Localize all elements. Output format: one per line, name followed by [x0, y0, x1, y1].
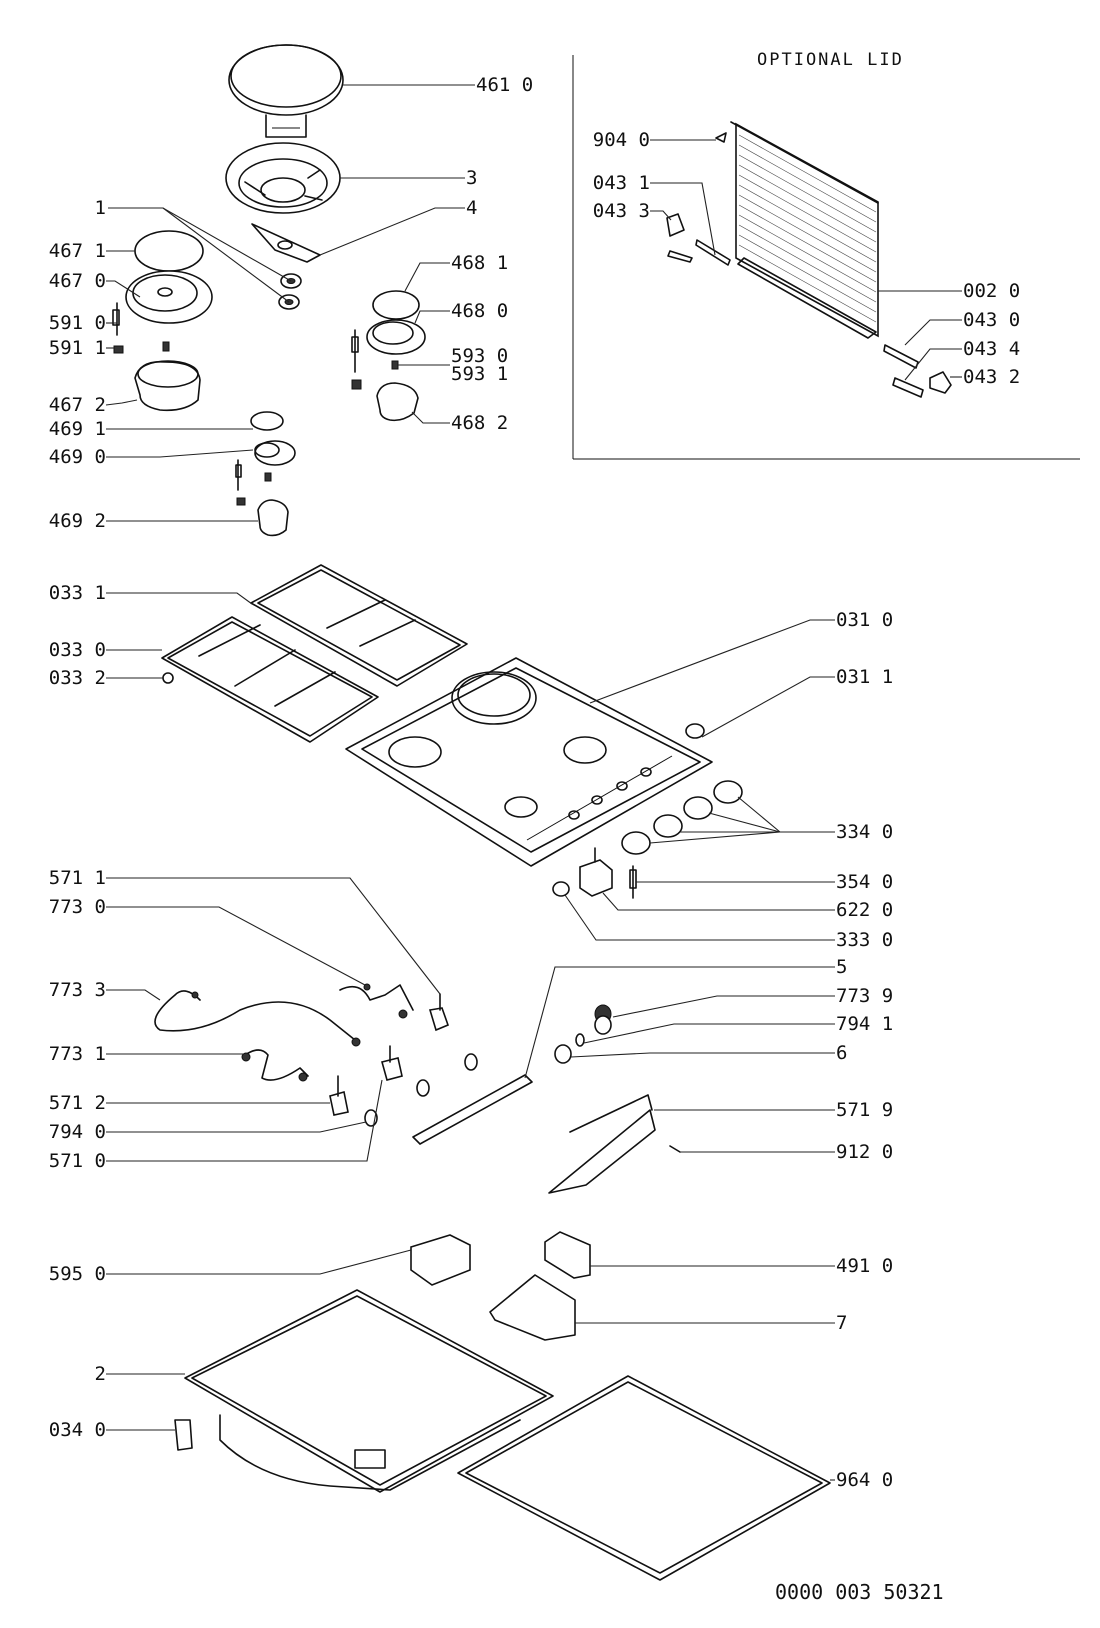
hotplate-part	[228, 44, 344, 138]
callout-467-0: 467 0	[48, 270, 106, 292]
callout-2: 2	[94, 1363, 106, 1385]
callout-773-1: 773 1	[48, 1043, 106, 1065]
igniter-354-part	[629, 865, 637, 899]
callout-469-1: 469 1	[48, 418, 106, 440]
callout-571-0: 571 0	[48, 1150, 106, 1172]
callout-794-0: 794 0	[48, 1121, 106, 1143]
callout-773-3: 773 3	[48, 979, 106, 1001]
document-number: 0000 003 50321	[775, 1580, 944, 1604]
callout-904-0: 904 0	[592, 129, 650, 151]
callout-043-1: 043 1	[592, 172, 650, 194]
leader-lines	[105, 84, 962, 1481]
pan-support-grids	[161, 564, 468, 743]
hinge-parts	[666, 213, 952, 398]
callout-912-0: 912 0	[836, 1141, 894, 1163]
gasket-part	[251, 223, 321, 263]
callout-7: 7	[836, 1312, 848, 1334]
callout-491-0: 491 0	[836, 1255, 894, 1277]
callout-034-0: 034 0	[48, 1419, 106, 1441]
callout-043-2: 043 2	[963, 366, 1021, 388]
callout-031-1: 031 1	[836, 666, 894, 688]
callout-033-1: 033 1	[48, 582, 106, 604]
callout-334-0: 334 0	[836, 821, 894, 843]
callout-033-2: 033 2	[48, 667, 106, 689]
nut-parts	[278, 273, 302, 310]
cap-333-part	[552, 881, 570, 897]
bracket-034-part	[174, 1419, 193, 1451]
callout-333-0: 333 0	[836, 929, 894, 951]
burner-468-group	[351, 290, 426, 422]
foot-part	[685, 723, 705, 739]
tube-part	[412, 1074, 533, 1145]
optional-lid-frame	[572, 55, 1080, 460]
callout-591-0: 591 0	[48, 312, 106, 334]
callout-469-2: 469 2	[48, 510, 106, 532]
callout-002-0: 002 0	[963, 280, 1021, 302]
callout-467-2: 467 2	[48, 394, 106, 416]
callout-467-1: 467 1	[48, 240, 106, 262]
callout-043-4: 043 4	[963, 338, 1021, 360]
callout-5: 5	[836, 956, 848, 978]
callout-043-0: 043 0	[963, 309, 1021, 331]
callout-6: 6	[836, 1042, 848, 1064]
gas-pipes-valves	[154, 983, 478, 1127]
lid-panel-part	[730, 121, 879, 339]
callout-1: 1	[94, 197, 106, 219]
callout-571-1: 571 1	[48, 867, 106, 889]
seal-part	[457, 1375, 831, 1581]
bracket-part	[548, 1094, 656, 1194]
burner-467-group	[112, 230, 213, 412]
callout-591-1: 591 1	[48, 337, 106, 359]
callout-031-0: 031 0	[836, 609, 894, 631]
callout-622-0: 622 0	[836, 899, 894, 921]
callout-571-2: 571 2	[48, 1092, 106, 1114]
callout-4: 4	[466, 197, 478, 219]
screw-912-part	[669, 1145, 681, 1153]
callout-043-3: 043 3	[592, 200, 650, 222]
callout-468-1: 468 1	[451, 252, 509, 274]
control-knobs-part	[621, 780, 743, 855]
callout-033-0: 033 0	[48, 639, 106, 661]
switch-part	[579, 847, 613, 897]
callout-794-1: 794 1	[836, 1013, 894, 1035]
part-491	[544, 1231, 591, 1279]
fittings-parts	[554, 1004, 612, 1064]
hotplate-ring-part	[225, 142, 341, 214]
optional-lid-title: OPTIONAL LID	[757, 50, 904, 70]
callout-593-1: 593 1	[451, 363, 509, 385]
screw-904-part	[715, 132, 727, 143]
callout-595-0: 595 0	[48, 1263, 106, 1285]
callout-468-0: 468 0	[451, 300, 509, 322]
spark-generator-part	[410, 1234, 471, 1286]
callout-773-0: 773 0	[48, 896, 106, 918]
callout-3: 3	[466, 167, 478, 189]
bottom-tray-part	[184, 1289, 554, 1493]
callout-461-0: 461 0	[476, 74, 534, 96]
callout-773-9: 773 9	[836, 985, 894, 1007]
callout-964-0: 964 0	[836, 1469, 894, 1491]
grid-box-part	[489, 1274, 576, 1341]
callout-468-2: 468 2	[451, 412, 509, 434]
callout-469-0: 469 0	[48, 446, 106, 468]
callout-571-9: 571 9	[836, 1099, 894, 1121]
hob-top-part	[345, 657, 713, 867]
callout-354-0: 354 0	[836, 871, 894, 893]
callout-593-0: 593 0	[451, 345, 509, 367]
burner-469-group	[235, 411, 296, 537]
